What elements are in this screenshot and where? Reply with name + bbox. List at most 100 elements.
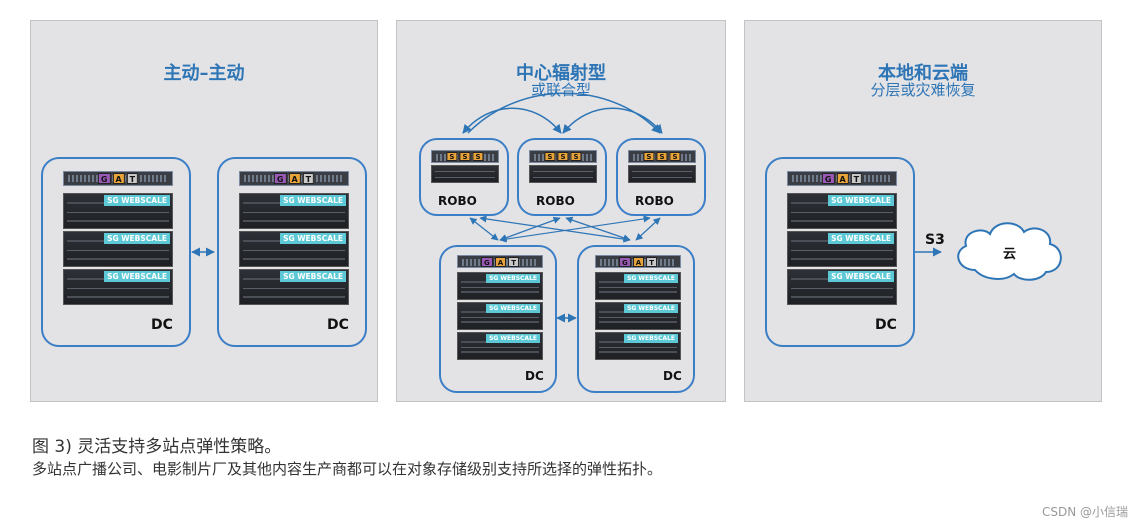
panel-local-cloud: 本地和云端 分层或灾难恢复 G A T SG WEBSCALE SG WEBSC… [744, 20, 1102, 402]
rack-header: S S S [628, 150, 696, 163]
panel-title: 本地和云端 [878, 63, 968, 84]
dc-site: G A T SG WEBSCALE SG WEBSCALE SG WEBSCAL… [41, 157, 191, 347]
dc-label: DC [327, 317, 349, 333]
server-unit: SG WEBSCALE [63, 269, 173, 305]
server-unit: SG WEBSCALE [239, 193, 349, 229]
server-unit: SG WEBSCALE [595, 302, 681, 330]
cloud-label: 云 [1003, 247, 1017, 262]
panel-subtitle: 分层或灾难恢复 [870, 81, 976, 99]
storage-rack: G A T SG WEBSCALE SG WEBSCALE SG WEBSCAL… [457, 255, 543, 363]
figure-caption-body: 多站点广播公司、电影制片厂及其他内容生产商都可以在对象存储级别支持所选择的弹性拓… [32, 460, 663, 478]
rack-header: S S S [529, 150, 597, 163]
robo-label: ROBO [635, 194, 674, 208]
dc-site: G A T SG WEBSCALE SG WEBSCALE SG WEBSCAL… [765, 157, 915, 347]
webscale-tag: SG WEBSCALE [104, 271, 170, 282]
server-unit: SG WEBSCALE [595, 332, 681, 360]
server-unit: SG WEBSCALE [457, 332, 543, 360]
webscale-tag: SG WEBSCALE [624, 274, 678, 283]
badge-s: S [459, 152, 471, 161]
storage-rack: G A T SG WEBSCALE SG WEBSCALE SG WEBSCAL… [63, 171, 173, 311]
badge-g: G [273, 173, 287, 184]
panel-hub-spoke: 中心辐射型 或联合型 S S S ROBO S S S [396, 20, 726, 402]
badge-g: G [821, 173, 835, 184]
robo-label: ROBO [438, 194, 477, 208]
webscale-tag: SG WEBSCALE [828, 195, 894, 206]
webscale-tag: SG WEBSCALE [624, 334, 678, 343]
webscale-tag: SG WEBSCALE [486, 274, 540, 283]
server-unit: SG WEBSCALE [63, 231, 173, 267]
storage-rack: G A T SG WEBSCALE SG WEBSCALE SG WEBSCAL… [595, 255, 681, 363]
robo-rack: S S S [431, 150, 499, 186]
robo-site: S S S ROBO [616, 138, 706, 216]
server-unit [529, 165, 597, 183]
dc-site: G A T SG WEBSCALE SG WEBSCALE SG WEBSCAL… [577, 245, 695, 393]
badge-g: G [619, 257, 631, 267]
webscale-tag: SG WEBSCALE [828, 233, 894, 244]
badge-a: A [494, 257, 507, 267]
robo-rack: S S S [628, 150, 696, 186]
webscale-tag: SG WEBSCALE [104, 195, 170, 206]
badge-t: T [508, 257, 519, 267]
panel-subtitle: 或联合型 [530, 81, 591, 99]
badge-a: A [632, 257, 645, 267]
badge-s: S [544, 152, 556, 161]
storage-rack: G A T SG WEBSCALE SG WEBSCALE SG WEBSCAL… [239, 171, 349, 311]
robo-rack: S S S [529, 150, 597, 186]
badge-g: G [97, 173, 111, 184]
rack-header: G A T [595, 255, 681, 268]
dc-site: G A T SG WEBSCALE SG WEBSCALE SG WEBSCAL… [439, 245, 557, 393]
rack-header: S S S [431, 150, 499, 163]
badge-s: S [570, 152, 582, 161]
badge-a: A [112, 173, 125, 184]
server-unit: SG WEBSCALE [63, 193, 173, 229]
badge-s: S [656, 152, 668, 161]
badge-s: S [669, 152, 681, 161]
dc-label: DC [151, 317, 173, 333]
s3-label: S3 [925, 232, 945, 248]
server-unit [628, 165, 696, 183]
server-unit: SG WEBSCALE [787, 193, 897, 229]
panel-active-active: 主动–主动 G A T SG WEBSCALE SG WEBSCALE SG W… [30, 20, 378, 402]
rack-header: G A T [239, 171, 349, 186]
storage-rack: G A T SG WEBSCALE SG WEBSCALE SG WEBSCAL… [787, 171, 897, 311]
rack-header: G A T [63, 171, 173, 186]
badge-t: T [302, 173, 315, 184]
dc-site: G A T SG WEBSCALE SG WEBSCALE SG WEBSCAL… [217, 157, 367, 347]
badge-s: S [472, 152, 484, 161]
server-unit: SG WEBSCALE [595, 272, 681, 300]
server-unit: SG WEBSCALE [787, 231, 897, 267]
figure-caption-title: 图 3) 灵活支持多站点弹性策略。 [32, 437, 282, 457]
webscale-tag: SG WEBSCALE [828, 271, 894, 282]
webscale-tag: SG WEBSCALE [280, 233, 346, 244]
dc-label: DC [875, 317, 897, 333]
badge-a: A [288, 173, 301, 184]
robo-site: S S S ROBO [419, 138, 509, 216]
rack-header: G A T [787, 171, 897, 186]
server-unit: SG WEBSCALE [239, 269, 349, 305]
badge-g: G [481, 257, 493, 267]
server-unit: SG WEBSCALE [457, 302, 543, 330]
watermark: CSDN @小信瑞 [1041, 505, 1128, 519]
webscale-tag: SG WEBSCALE [280, 271, 346, 282]
badge-a: A [836, 173, 849, 184]
dc-label: DC [663, 369, 682, 383]
server-unit: SG WEBSCALE [787, 269, 897, 305]
badge-t: T [850, 173, 863, 184]
badge-s: S [557, 152, 569, 161]
panel-title: 中心辐射型 [516, 63, 606, 84]
dc-label: DC [525, 369, 544, 383]
webscale-tag: SG WEBSCALE [624, 304, 678, 313]
badge-s: S [643, 152, 655, 161]
badge-t: T [646, 257, 657, 267]
badge-s: S [446, 152, 458, 161]
panel-title: 主动–主动 [163, 63, 245, 84]
robo-site: S S S ROBO [517, 138, 607, 216]
robo-label: ROBO [536, 194, 575, 208]
rack-header: G A T [457, 255, 543, 268]
webscale-tag: SG WEBSCALE [280, 195, 346, 206]
server-unit [431, 165, 499, 183]
webscale-tag: SG WEBSCALE [486, 304, 540, 313]
server-unit: SG WEBSCALE [457, 272, 543, 300]
webscale-tag: SG WEBSCALE [104, 233, 170, 244]
webscale-tag: SG WEBSCALE [486, 334, 540, 343]
